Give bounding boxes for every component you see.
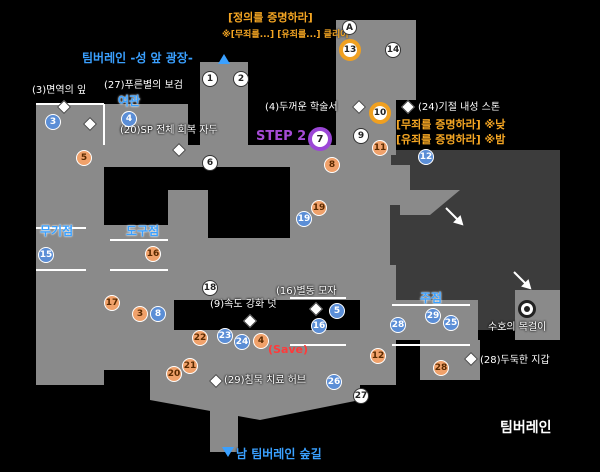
marker-25[interactable]: 25 [443,315,459,331]
area-residence: 주점 [420,291,443,305]
north-exit-arrow-icon[interactable] [218,54,230,64]
marker-19-blue[interactable]: 19 [296,211,312,227]
marker-27[interactable]: 27 [353,388,369,404]
north-exit-label: 팀버레인 -성 앞 광장- [82,51,193,65]
area-weapon-shop: 무기점 [40,224,74,238]
marker-12-blue[interactable]: 12 [418,149,434,165]
quest-subtitle: ※[무죄를...] [유죄를...] 클리어 [222,30,349,40]
marker-13[interactable]: 13 [339,39,361,61]
marker-9[interactable]: 9 [353,128,369,144]
marker-4-orange[interactable]: 4 [253,333,269,349]
marker-4-blue[interactable]: 4 [121,111,137,127]
marker-5-blue[interactable]: 5 [329,303,345,319]
south-exit-label: 남 팀버레인 숲길 [236,447,322,461]
marker-22[interactable]: 22 [192,330,208,346]
marker-16-orange[interactable]: 16 [145,246,161,262]
item-label-4: (4)두꺼운 학술서 [265,102,338,113]
item-label-9: (9)속도 강화 넛 [210,299,277,310]
amulet-icon[interactable] [518,300,536,318]
quest-night: [유죄를 증명하라] ※밤 [396,133,506,146]
marker-23[interactable]: 23 [217,328,233,344]
amulet-label: 수호의 목걸이 [488,322,547,333]
marker-24[interactable]: 24 [234,334,250,350]
area-tool-shop: 도구점 [126,224,160,238]
direction-arrows [445,207,532,290]
item-label-27: (27)푸른별의 보검 [104,80,183,91]
marker-5-orange[interactable]: 5 [76,150,92,166]
marker-8-orange[interactable]: 8 [324,157,340,173]
marker-8[interactable]: 8 [150,306,166,322]
marker-19-orange[interactable]: 19 [311,200,327,216]
marker-26[interactable]: 26 [326,374,342,390]
marker-A[interactable]: A [342,20,357,35]
step-label: STEP 2 [256,129,307,144]
marker-1[interactable]: 1 [202,71,218,87]
marker-21[interactable]: 21 [182,358,198,374]
marker-3-orange[interactable]: 3 [132,306,148,322]
marker-29[interactable]: 29 [425,308,441,324]
marker-2[interactable]: 2 [233,71,249,87]
marker-28-orange[interactable]: 28 [433,360,449,376]
marker-10[interactable]: 10 [369,102,391,124]
item-label-24: (24)기절 내성 스톤 [418,102,501,113]
area-inn: 여관 [118,94,141,108]
marker-16-blue[interactable]: 16 [311,318,327,334]
save-point-label: (Save) [268,343,309,356]
marker-14[interactable]: 14 [385,42,401,58]
item-label-20: (20)SP 전체 회복 자두 [120,125,218,136]
item-label-3: (3)면역의 잎 [32,85,87,96]
divider-lines [36,103,470,346]
marker-17[interactable]: 17 [104,295,120,311]
marker-11[interactable]: 11 [372,140,388,156]
marker-28-blue[interactable]: 28 [390,317,406,333]
marker-3-blue[interactable]: 3 [45,114,61,130]
south-exit-arrow-icon[interactable] [222,447,234,457]
marker-15[interactable]: 15 [38,247,54,263]
marker-20[interactable]: 20 [166,366,182,382]
region-name: 팀버레인 [500,420,552,436]
quest-title: [정의를 증명하라] [228,11,313,24]
marker-18[interactable]: 18 [202,280,218,296]
step-marker-7[interactable]: 7 [308,127,332,151]
quest-day: [무죄를 증명하라] ※낮 [396,118,506,131]
marker-12-orange[interactable]: 12 [370,348,386,364]
item-label-29: (29)침묵 치료 허브 [224,375,307,386]
marker-6[interactable]: 6 [202,155,218,171]
item-label-16: (16)별동 모자 [276,286,337,297]
item-label-28: (28)두둑한 지갑 [480,355,550,366]
